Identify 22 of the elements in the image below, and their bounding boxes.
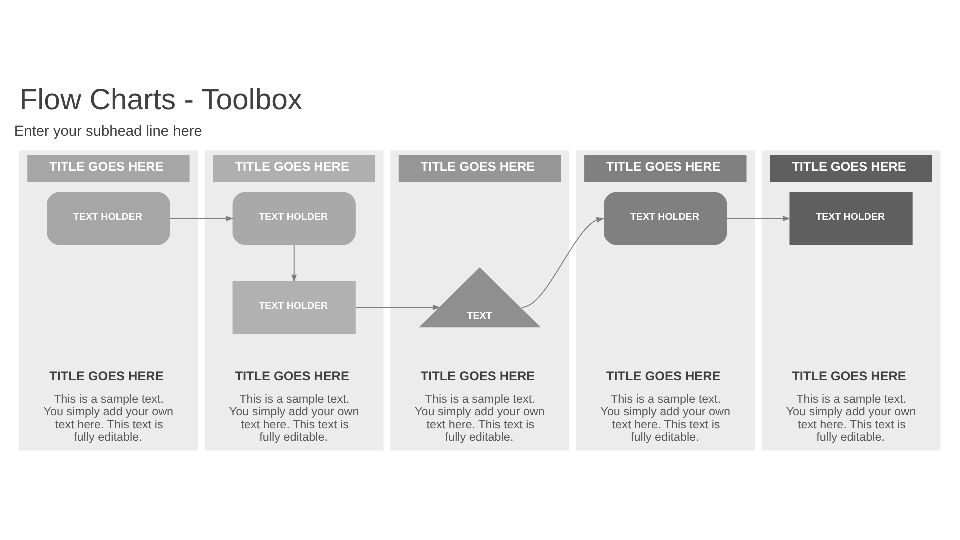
label: This is a sample text. You simply add your own text here. This text is fully editable. bbox=[786, 392, 916, 444]
node-box: TEXT HOLDER bbox=[604, 192, 728, 246]
label: TITLE GOES HERE bbox=[792, 369, 906, 384]
arrow bbox=[356, 304, 441, 310]
label: This is a sample text. You simply add your own text here. This text is fully editable. bbox=[44, 392, 174, 444]
label: This is a sample text. You simply add your own text here. This text is fully editable. bbox=[415, 392, 545, 444]
arrow bbox=[726, 216, 791, 222]
node-box: TEXT HOLDER bbox=[790, 192, 913, 246]
node-box: TEXT HOLDER bbox=[47, 192, 170, 246]
label: This is a sample text. You simply add your own text here. This text is fully editable. bbox=[229, 392, 360, 444]
diagram-title: Flow Charts - Toolbox bbox=[20, 83, 303, 116]
label: TITLE GOES HERE bbox=[420, 369, 536, 384]
label: TITLE GOES HERE bbox=[235, 369, 350, 384]
node-box: TEXT HOLDER bbox=[232, 192, 356, 246]
label: TITLE GOES HERE bbox=[606, 369, 721, 384]
arrow bbox=[170, 216, 234, 222]
label: Enter your subhead line here bbox=[14, 124, 202, 140]
arrow bbox=[292, 244, 298, 283]
node-box: TEXT HOLDER bbox=[232, 281, 356, 334]
arrow bbox=[522, 217, 605, 308]
label: This is a sample text. You simply add your own text here. This text is fully editable. bbox=[600, 392, 731, 444]
label: TITLE GOES HERE bbox=[50, 369, 164, 384]
